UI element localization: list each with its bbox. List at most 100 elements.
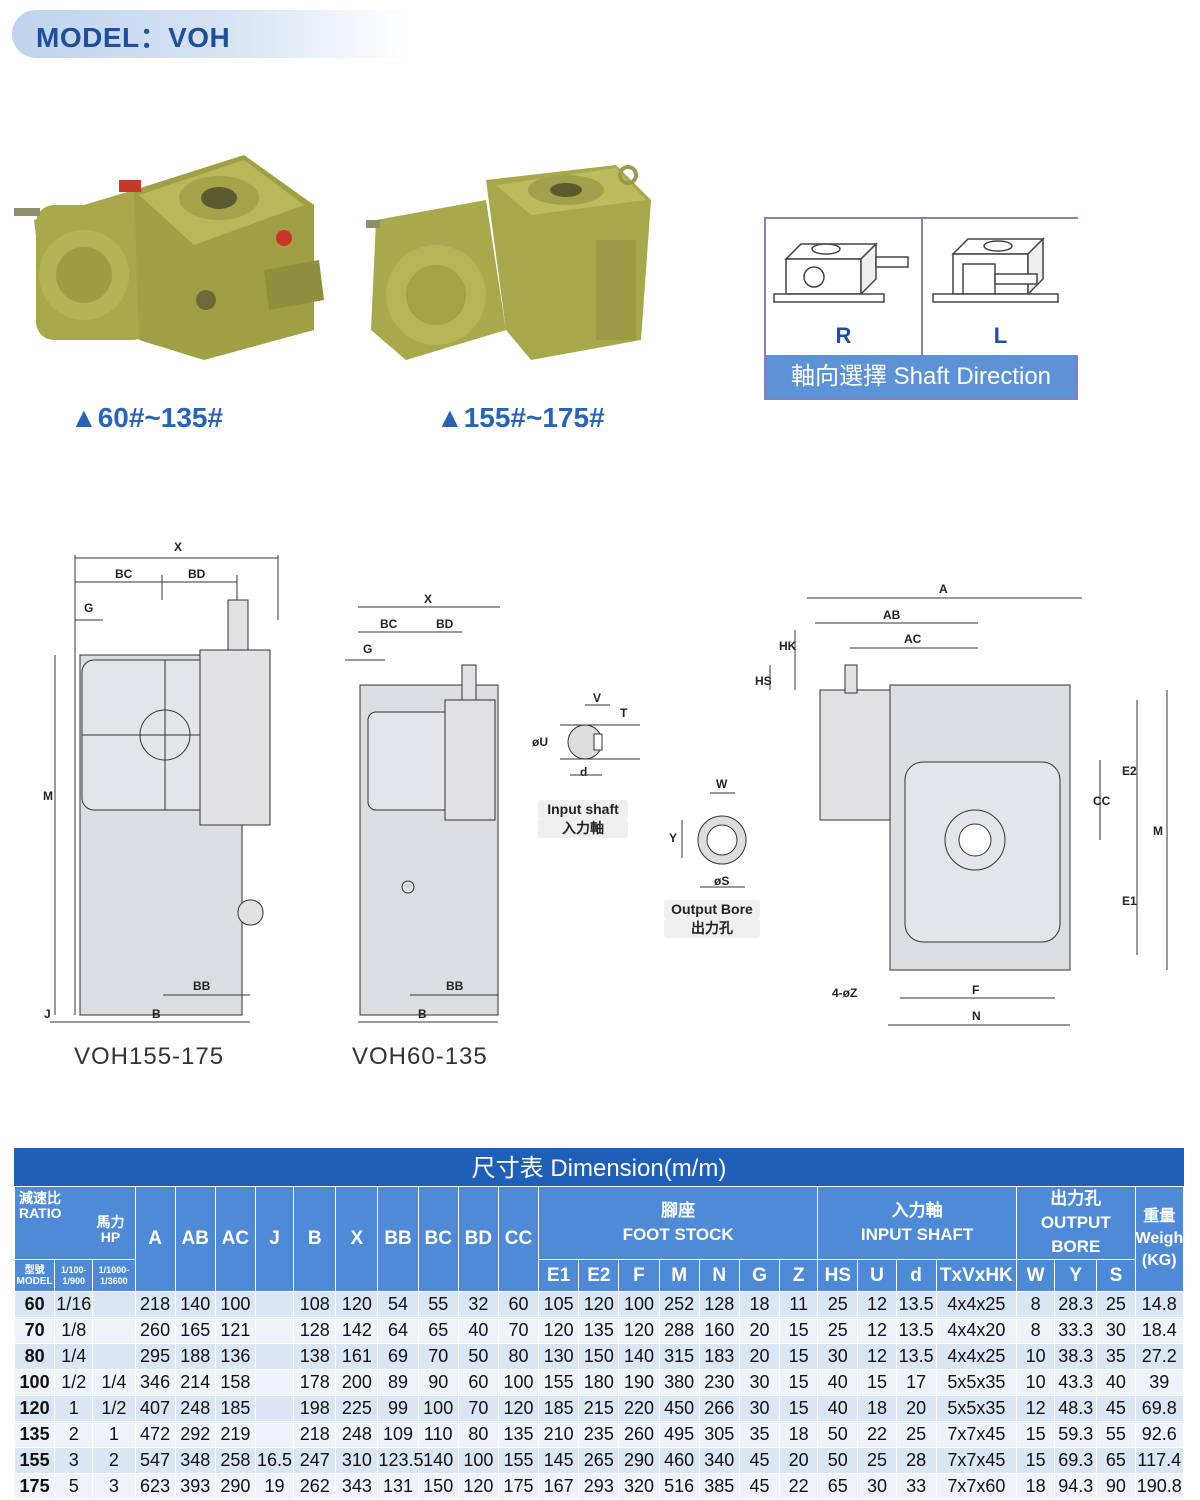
table-cell: 495 <box>658 1421 700 1448</box>
table-cell: 25 <box>817 1291 859 1318</box>
dim-z: 4-øZ <box>832 986 857 1000</box>
photo-caption-155-175: ▲155#~175# <box>436 402 605 433</box>
table-cell: 123.5 <box>377 1447 424 1474</box>
table-cell: 262 <box>293 1473 337 1500</box>
table-cell: 100 <box>214 1291 256 1318</box>
table-cell <box>254 1421 295 1448</box>
dim-g-mid: G <box>363 642 372 656</box>
table-cell: 38.3 <box>1054 1343 1098 1370</box>
table-cell: 120 <box>497 1395 540 1422</box>
table-cell: 94.3 <box>1054 1473 1098 1500</box>
table-cell: 200 <box>335 1369 379 1396</box>
table-cell: 198 <box>293 1395 337 1422</box>
table-cell: 70 <box>457 1395 499 1422</box>
table-cell: 11 <box>779 1291 819 1318</box>
dim-bb-left: BB <box>193 979 211 993</box>
output-bore-note-en: Output Bore <box>664 900 760 919</box>
table-cell: 33.3 <box>1054 1317 1098 1344</box>
table-cell: 100 <box>618 1291 660 1318</box>
table-cell: 30 <box>857 1473 897 1500</box>
foot-stock-header: 腳座 FOOT STOCK <box>538 1186 819 1260</box>
dim-bc-left: BC <box>115 567 133 581</box>
ratio-hp-header: 減速比 RATIO 馬力 HP <box>14 1186 136 1260</box>
table-cell: 108 <box>293 1291 337 1318</box>
table-cell: 8 <box>1016 1291 1056 1318</box>
col-j: J <box>254 1186 295 1292</box>
table-cell: 265 <box>578 1447 620 1474</box>
hp-header: 馬力 HP <box>96 1214 125 1245</box>
model-title: MODEL：VOH <box>36 22 231 53</box>
dim-s: øS <box>714 874 729 888</box>
table-cell: 43.3 <box>1054 1369 1098 1396</box>
col-ac: AC <box>214 1186 256 1292</box>
table-cell: 138 <box>293 1343 337 1370</box>
table-cell: 155 <box>538 1369 580 1396</box>
table-cell: 20 <box>779 1447 819 1474</box>
table-cell: 40 <box>817 1369 859 1396</box>
dim-hk: HK <box>779 639 797 653</box>
table-cell: 100 <box>457 1447 499 1474</box>
dim-x-mid: X <box>424 592 432 606</box>
table-cell: 235 <box>578 1421 620 1448</box>
table-cell: 69.3 <box>1054 1447 1098 1474</box>
table-cell: 13.5 <box>895 1291 937 1318</box>
table-cell: 120 <box>538 1317 580 1344</box>
table-cell: 393 <box>174 1473 216 1500</box>
table-cell: 50 <box>817 1421 859 1448</box>
dim-hs: HS <box>755 674 772 688</box>
output-bore-header: 出力孔 OUTPUT BORE <box>1016 1186 1136 1260</box>
table-cell: 385 <box>698 1473 740 1500</box>
table-cell: 290 <box>618 1447 660 1474</box>
table-cell: 218 <box>134 1291 176 1318</box>
table-cell: 121 <box>214 1317 256 1344</box>
table-cell: 65 <box>1096 1447 1136 1474</box>
table-cell: 120 <box>335 1291 379 1318</box>
col-m: M <box>658 1259 700 1292</box>
model-cell: 80 <box>13 1343 56 1370</box>
shaft-option-r: R <box>766 219 921 355</box>
table-cell: 8 <box>1016 1317 1056 1344</box>
table-cell: 155 <box>497 1447 540 1474</box>
table-cell: 105 <box>538 1291 580 1318</box>
table-cell: 117.4 <box>1134 1447 1185 1474</box>
table-cell: 516 <box>658 1473 700 1500</box>
table-cell: 18 <box>779 1421 819 1448</box>
table-cell: 40 <box>457 1317 499 1344</box>
table-cell: 13.5 <box>895 1343 937 1370</box>
table-cell: 7x7x45 <box>935 1421 1018 1448</box>
table-cell: 320 <box>618 1473 660 1500</box>
table-cell: 290 <box>214 1473 256 1500</box>
table-cell: 22 <box>779 1473 819 1500</box>
table-cell: 92.6 <box>1134 1421 1185 1448</box>
table-cell: 230 <box>698 1369 740 1396</box>
table-cell: 150 <box>417 1473 459 1500</box>
model-cell: 60 <box>13 1291 56 1318</box>
table-cell: 136 <box>214 1343 256 1370</box>
ratio-range-2: 1/1000- 1/3600 <box>92 1259 136 1292</box>
dim-j-left: J <box>44 1007 51 1021</box>
table-cell <box>92 1291 136 1318</box>
col-w: W <box>1016 1259 1056 1292</box>
table-cell: 110 <box>417 1421 459 1448</box>
table-cell: 472 <box>134 1421 176 1448</box>
table-cell: 15 <box>1016 1421 1056 1448</box>
col-s: S <box>1096 1259 1136 1292</box>
table-cell: 89 <box>377 1369 419 1396</box>
table-cell: 247 <box>293 1447 337 1474</box>
table-cell: 248 <box>335 1421 379 1448</box>
table-cell <box>254 1317 295 1344</box>
dim-g-left: G <box>84 601 93 615</box>
dim-ac: AC <box>904 632 922 646</box>
table-cell: 120 <box>618 1317 660 1344</box>
dim-a: A <box>939 582 948 596</box>
table-cell: 220 <box>618 1395 660 1422</box>
table-cell: 20 <box>738 1317 781 1344</box>
table-cell: 65 <box>817 1473 859 1500</box>
col-bc: BC <box>417 1186 459 1292</box>
col-hs: HS <box>817 1259 859 1292</box>
table-cell <box>254 1343 295 1370</box>
table-cell: 7x7x45 <box>935 1447 1018 1474</box>
